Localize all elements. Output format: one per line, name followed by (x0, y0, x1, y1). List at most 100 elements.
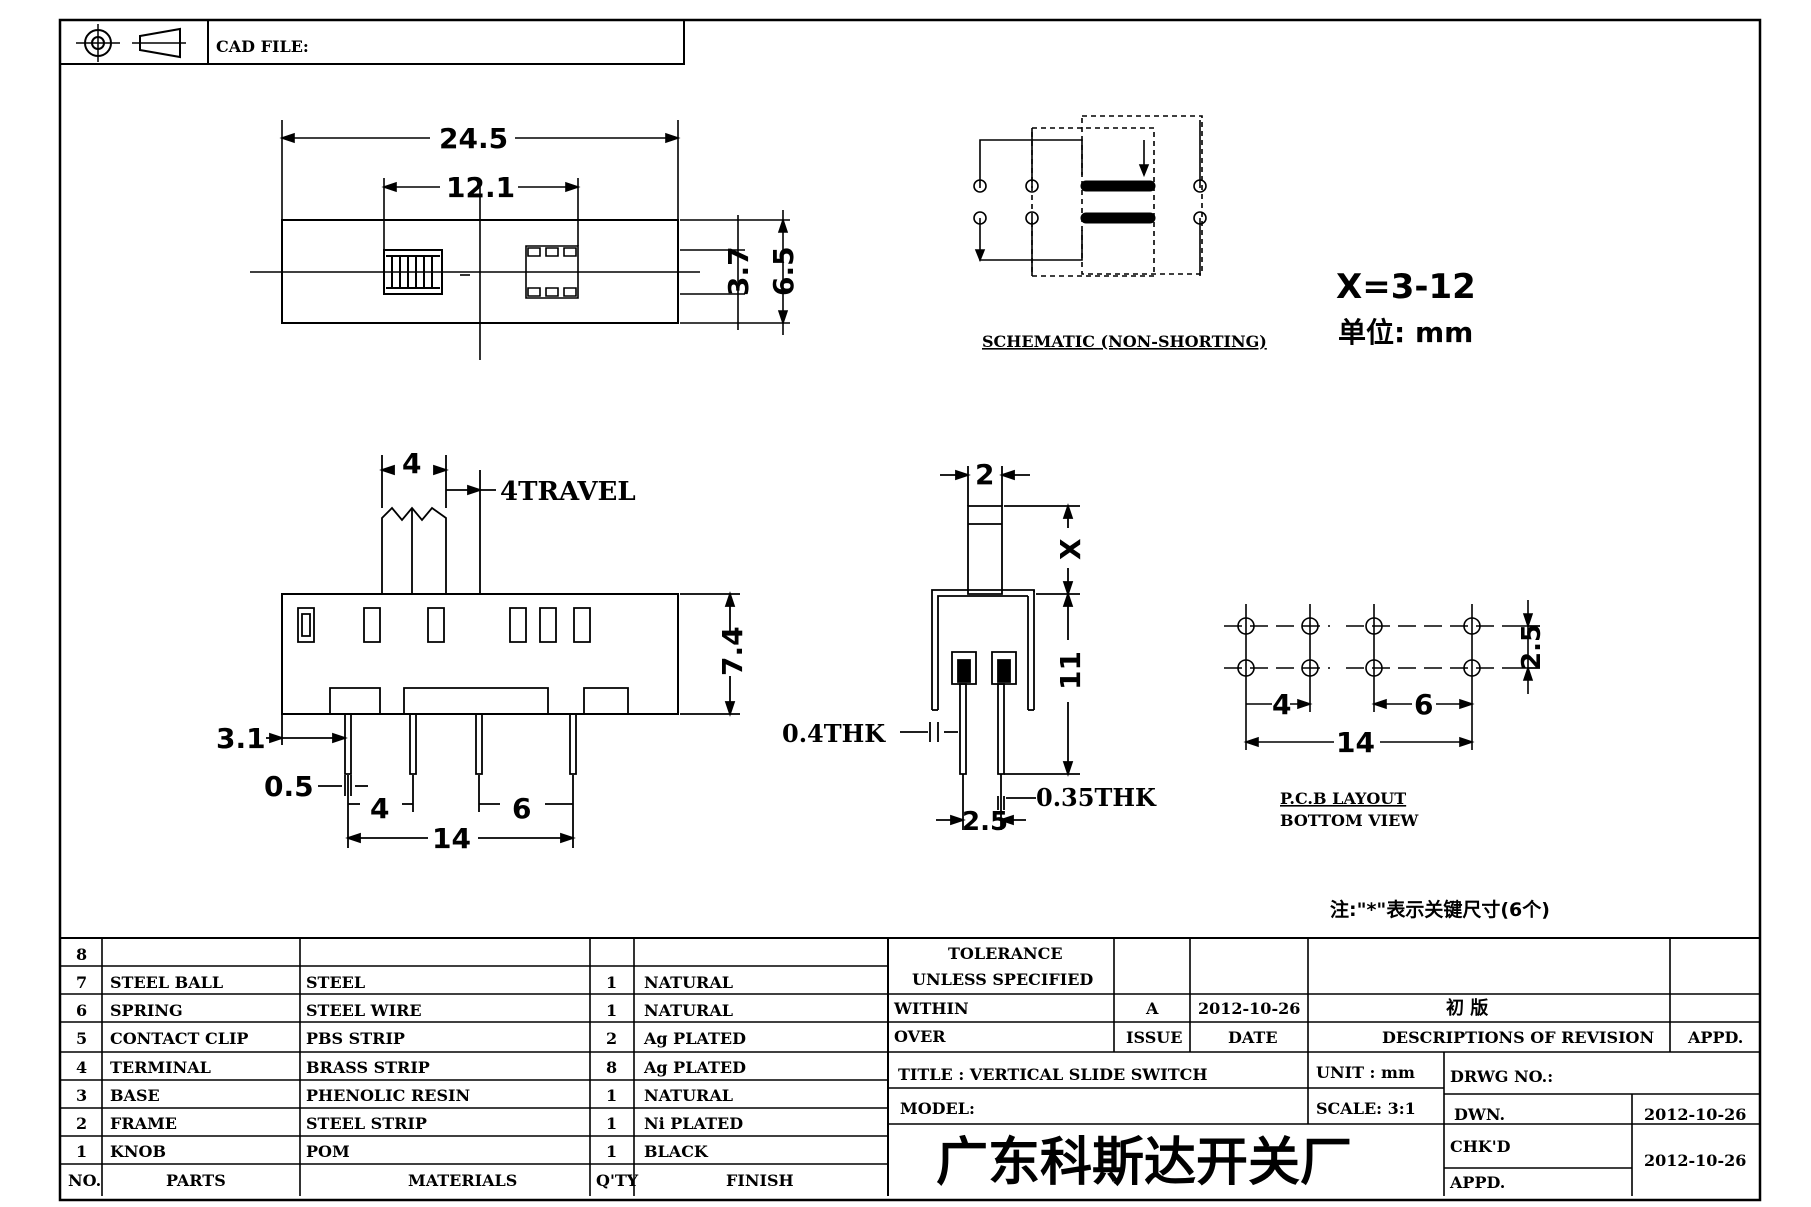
dim-overall-length: 24.5 (439, 122, 508, 155)
bom-cell-finish: NATURAL (644, 1086, 733, 1105)
bom-header-materials: MATERIALS (408, 1171, 517, 1190)
bom-cell-material: PHENOLIC RESIN (306, 1086, 470, 1105)
tolerance-over: OVER (894, 1027, 946, 1046)
dim-body-width: 6.5 (767, 246, 800, 296)
pcb-pitch-b: 6 (1414, 688, 1433, 721)
side-view (900, 466, 1080, 830)
tolerance-within: WITHIN (893, 999, 969, 1018)
top-view (250, 120, 790, 360)
bom-cell-material: STEEL (306, 973, 365, 992)
bom-cell-finish: Ag PLATED (643, 1058, 746, 1077)
tolerance-line1: TOLERANCE (948, 944, 1063, 963)
bom-cell-no: 2 (76, 1114, 87, 1133)
bom-cell-qty: 1 (606, 1086, 617, 1105)
key-dimension-note: 注:"*"表示关键尺寸(6个) (1330, 898, 1550, 921)
bom-cell-no: 1 (76, 1142, 87, 1161)
side-frame-thk: 0.4THK (782, 719, 886, 748)
bom-cell-finish: NATURAL (644, 973, 733, 992)
bom-cell-qty: 2 (606, 1029, 617, 1048)
drawing-title: TITLE : VERTICAL SLIDE SWITCH (898, 1065, 1207, 1084)
front-pitch-b: 6 (512, 792, 531, 825)
side-knob-height: X (1054, 538, 1087, 560)
revision-date-value: 2012-10-26 (1198, 999, 1300, 1018)
bom-cell-finish: Ag PLATED (643, 1029, 746, 1048)
bom-cell-no: 3 (76, 1086, 87, 1105)
bom-cell-finish: BLACK (644, 1142, 709, 1161)
pcb-caption-1: P.C.B LAYOUT (1280, 789, 1406, 808)
header-box: CAD FILE: (60, 20, 684, 64)
revision-date-label: DATE (1228, 1028, 1278, 1047)
bom-cell-part: KNOB (110, 1142, 166, 1161)
bom-cell-material: BRASS STRIP (306, 1058, 430, 1077)
bom-header-qty: Q'TY (596, 1171, 639, 1190)
pcb-layout (1224, 600, 1540, 750)
dim-slot-width: 3.7 (722, 246, 755, 296)
bom-cell-material: PBS STRIP (306, 1029, 405, 1048)
bom-cell-qty: 1 (606, 1114, 617, 1133)
bom-row: 3 BASE PHENOLIC RESIN 1 NATURAL (76, 1086, 733, 1105)
bom-cell-qty: 1 (606, 973, 617, 992)
pcb-overall: 14 (1336, 726, 1375, 759)
drwg-no-label: DRWG NO.: (1450, 1067, 1553, 1086)
side-pin-thk: 0.35THK (1036, 783, 1157, 812)
revision-description-label: DESCRIPTIONS OF REVISION (1382, 1028, 1654, 1047)
bom-header-row: NO. PARTS MATERIALS Q'TY FINISH (68, 1171, 794, 1190)
bom-cell-part: BASE (110, 1086, 160, 1105)
unit-note: 单位: mm (1338, 316, 1473, 349)
bom-cell-no: 6 (76, 1001, 87, 1020)
front-pitch-a: 4 (370, 792, 389, 825)
bom-cell-qty: 8 (606, 1058, 617, 1077)
side-knob-width: 2 (975, 458, 994, 491)
pcb-pitch-a: 4 (1272, 688, 1291, 721)
front-height: 7.4 (716, 626, 749, 676)
bom-cell-finish: NATURAL (644, 1001, 733, 1020)
appd-label: APPD. (1449, 1173, 1505, 1192)
dwn-date: 2012-10-26 (1644, 1105, 1746, 1124)
revision-issue-value: A (1145, 999, 1159, 1018)
front-edge-offset: 3.1 (216, 722, 266, 755)
side-pin-pitch: 2.5 (962, 807, 1008, 837)
dwn-label: DWN. (1454, 1105, 1505, 1124)
schematic-diagram (974, 116, 1206, 276)
revision-description-value: 初 版 (1446, 997, 1488, 1019)
model-label: MODEL: (900, 1099, 975, 1118)
x-range-note: X=3-12 (1336, 267, 1476, 307)
front-overall-pitch: 14 (432, 822, 471, 855)
front-knob-width: 4 (402, 447, 421, 480)
chkd-label: CHK'D (1450, 1137, 1511, 1156)
tolerance-line2: UNLESS SPECIFIED (912, 970, 1093, 989)
bom-row: 8 (76, 945, 87, 964)
bom-header-finish: FINISH (726, 1171, 794, 1190)
front-pin-thickness: 0.5 (264, 770, 314, 803)
bom-cell-part: CONTACT CLIP (110, 1029, 248, 1048)
bom-header-parts: PARTS (166, 1171, 226, 1190)
dim-slot-length: 12.1 (446, 171, 515, 204)
bom-cell-part: STEEL BALL (110, 973, 223, 992)
front-travel: 4TRAVEL (500, 477, 636, 507)
chkd-date: 2012-10-26 (1644, 1151, 1746, 1170)
bom-cell-qty: 1 (606, 1001, 617, 1020)
scale-label: SCALE: 3:1 (1316, 1099, 1416, 1118)
revision-issue-label: ISSUE (1126, 1028, 1182, 1047)
bom-cell-material: POM (306, 1142, 350, 1161)
side-body-height: 11 (1054, 651, 1087, 690)
pcb-caption-2: BOTTOM VIEW (1280, 811, 1419, 830)
cad-file-label: CAD FILE: (216, 37, 309, 56)
bom-header-no: NO. (68, 1171, 101, 1190)
company-name: 广东科斯达开关厂 (936, 1133, 1352, 1193)
front-view (266, 455, 740, 848)
revision-appd-label: APPD. (1687, 1028, 1743, 1047)
schematic-caption: SCHEMATIC (NON-SHORTING) (982, 332, 1267, 351)
bom-cell-finish: Ni PLATED (644, 1114, 743, 1133)
unit-label: UNIT : mm (1316, 1063, 1415, 1082)
bom-cell-no: 4 (76, 1058, 87, 1077)
bom-cell-part: SPRING (110, 1001, 183, 1020)
